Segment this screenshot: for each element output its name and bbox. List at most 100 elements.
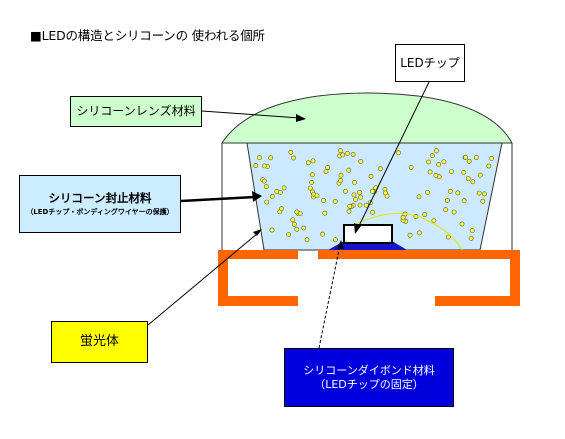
- phosphor-particle: [309, 179, 315, 185]
- phosphor-particle: [314, 193, 320, 198]
- phosphor-particle: [357, 189, 362, 195]
- phosphor-particle: [468, 235, 474, 241]
- phosphor-particle: [489, 155, 494, 161]
- phosphor-particle: [463, 154, 468, 160]
- phosphor-particle: [290, 217, 296, 223]
- phosphor-particle: [425, 189, 430, 195]
- phosphor-particle: [433, 148, 439, 154]
- phosphor-particle: [444, 198, 450, 203]
- phosphor-particle: [268, 155, 274, 161]
- phosphor-particle: [433, 172, 439, 178]
- phosphor-particle: [352, 179, 357, 185]
- phosphor-particle: [261, 178, 267, 184]
- phosphor-particle: [325, 165, 331, 170]
- phosphor-particle: [473, 155, 479, 160]
- phosphor-particle: [469, 228, 475, 234]
- phosphor-particle: [476, 190, 482, 196]
- led-chip: [343, 224, 393, 244]
- bonding-wire: [347, 212, 463, 251]
- phosphor-particle: [448, 169, 454, 174]
- phosphor-particle: [346, 167, 352, 173]
- phosphor-particle: [445, 234, 451, 240]
- phosphor-particle: [264, 199, 270, 205]
- phosphor-particle: [288, 149, 294, 155]
- phosphor-particle: [286, 232, 292, 237]
- silicone-lens: [221, 92, 513, 144]
- phosphor-particle: [323, 169, 329, 174]
- page-title: ■LEDの構造とシリコーンの 使われる個所: [30, 28, 265, 43]
- phosphor-particle: [332, 198, 338, 204]
- phosphor-particle: [436, 161, 442, 167]
- phosphor-particle: [357, 202, 363, 208]
- encapsulant-label-box: シリコーン封止材料 （LEDチップ・ボンディングワイヤーの保護）: [19, 175, 181, 233]
- phosphor-particle: [396, 150, 401, 156]
- phosphor-particles: [253, 148, 494, 243]
- encapsulant-sublabel: （LEDチップ・ボンディングワイヤーの保護）: [26, 207, 174, 216]
- phosphor-particle: [486, 163, 492, 169]
- phosphor-particle: [307, 185, 313, 191]
- phosphor-particle: [262, 163, 267, 169]
- phosphor-particle: [477, 172, 483, 178]
- phosphor-particle: [426, 159, 431, 165]
- phosphor-particle: [461, 169, 467, 175]
- phosphor-particle: [291, 155, 296, 161]
- phosphor-particle: [466, 158, 472, 164]
- phosphor-particle: [281, 185, 287, 191]
- phosphor-particle: [417, 230, 422, 236]
- phosphor-particle: [441, 159, 447, 165]
- lead-frame: [218, 250, 520, 306]
- lens-label-box: シリコーンレンズ材料: [70, 96, 202, 127]
- phosphor-particle: [459, 221, 465, 227]
- phosphor-particle: [340, 152, 346, 158]
- phosphor-particle: [447, 188, 453, 194]
- phosphor-particle: [416, 194, 422, 200]
- phosphor-particle: [443, 207, 449, 213]
- phosphor-particle: [350, 152, 356, 157]
- phosphor-particle: [256, 155, 262, 161]
- phosphor-particle: [304, 237, 310, 243]
- phosphor-particle: [269, 193, 275, 199]
- phosphor-particle: [369, 188, 375, 194]
- phosphor-label: 蛍光体: [79, 333, 119, 349]
- phosphor-particle: [451, 209, 457, 215]
- phosphor-particle: [338, 177, 344, 183]
- phosphor-particle: [382, 190, 388, 196]
- phosphor-particle: [431, 218, 437, 223]
- package-outline: [221, 143, 513, 250]
- chip-label: LEDチップ: [400, 55, 460, 70]
- phosphor-particle: [347, 203, 353, 209]
- phosphor-particle: [363, 202, 369, 208]
- phosphor-particle: [400, 214, 406, 220]
- phosphor-particle: [333, 237, 338, 243]
- die-bond-sublabel: （LEDチップの固定）: [314, 377, 424, 391]
- phosphor-particle: [358, 158, 364, 164]
- phosphor-particle: [310, 158, 316, 164]
- leader-lines: [147, 81, 430, 349]
- encapsulant-label: シリコーン封止材料: [48, 191, 152, 206]
- phosphor-particle: [305, 160, 311, 166]
- phosphor-particle: [368, 173, 374, 179]
- phosphor-particle: [351, 192, 357, 198]
- phosphor-particle: [294, 226, 300, 232]
- phosphor-particle: [407, 232, 413, 238]
- phosphor-particle: [455, 190, 461, 196]
- phosphor-particle: [297, 211, 303, 216]
- die-bond-label: シリコーンダイボンド材料: [303, 363, 435, 377]
- phosphor-particle: [346, 208, 352, 214]
- phosphor-particle: [320, 231, 325, 237]
- phosphor-particle: [253, 163, 259, 168]
- phosphor-particle: [337, 148, 343, 154]
- phosphor-particle: [408, 164, 414, 170]
- phosphor-particle: [269, 227, 275, 233]
- phosphor-particle: [279, 206, 284, 212]
- phosphor-particle: [342, 188, 348, 194]
- phosphor-particle: [345, 150, 350, 156]
- phosphor-particle: [370, 209, 375, 215]
- phosphor-particle: [274, 188, 280, 194]
- phosphor-particle: [461, 198, 467, 204]
- phosphor-particle: [338, 172, 344, 178]
- phosphor-particle: [322, 210, 328, 216]
- phosphor-particle: [377, 166, 383, 172]
- phosphor-particle: [481, 191, 487, 197]
